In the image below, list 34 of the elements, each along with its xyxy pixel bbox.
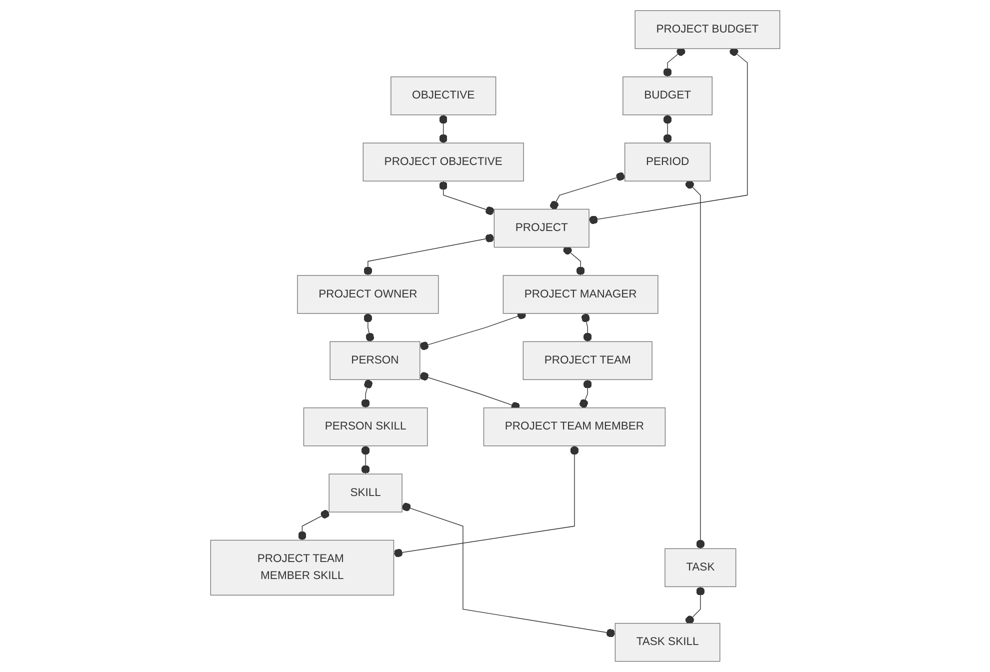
node-box: PROJECT: [494, 208, 590, 248]
node-box: PERSON: [329, 341, 420, 380]
node-box: PROJECT TEAM MEMBER SKILL: [210, 540, 394, 596]
connector: [438, 180, 494, 216]
connector: [579, 379, 592, 408]
connector: [393, 446, 578, 558]
connector: [401, 502, 616, 638]
connector: [438, 114, 448, 144]
node-box: OBJECTIVE: [390, 76, 496, 116]
node-box: PROJECT TEAM MEMBER: [483, 407, 666, 446]
node-box: SKILL: [328, 474, 402, 512]
node-box: PROJECT TEAM: [522, 341, 652, 380]
connector: [363, 313, 374, 342]
connector: [361, 379, 372, 408]
connector: [588, 47, 748, 224]
node-box: PERSON SKILL: [303, 407, 428, 446]
connector: [685, 586, 704, 624]
connector: [685, 180, 704, 550]
node-box: PROJECT OBJECTIVE: [362, 142, 524, 182]
connector: [581, 313, 592, 342]
connector: [550, 172, 625, 210]
connector: [563, 246, 585, 276]
node-box: PROJECT MANAGER: [502, 275, 658, 314]
node-box: TASK: [664, 548, 736, 588]
node-box: PERIOD: [624, 142, 710, 182]
node-box: TASK SKILL: [614, 622, 720, 662]
node-box: PROJECT BUDGET: [634, 10, 780, 50]
connector: [361, 446, 370, 474]
node-box: BUDGET: [622, 76, 712, 116]
node-box: PROJECT OWNER: [296, 275, 439, 314]
connector: [663, 114, 672, 144]
connector: [298, 510, 330, 541]
connector: [363, 234, 494, 276]
connector: [663, 47, 685, 78]
